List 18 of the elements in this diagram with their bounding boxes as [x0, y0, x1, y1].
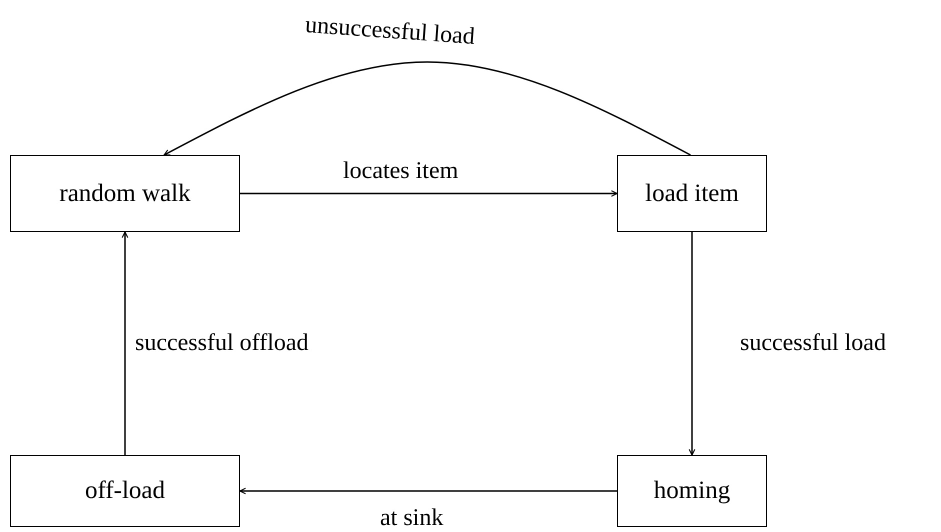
edge-label: locates item	[343, 158, 458, 184]
state-label: homing	[654, 477, 730, 505]
state-box	[617, 455, 767, 527]
arrow	[239, 488, 617, 494]
arrow	[164, 61, 691, 156]
state-label: off-load	[84, 477, 166, 505]
edge-label: successful offload	[135, 330, 309, 356]
edge-label: at sink	[380, 505, 444, 532]
state-label: load item	[645, 180, 739, 208]
state-box	[617, 155, 767, 232]
arrow	[122, 231, 128, 455]
state-box	[10, 455, 240, 527]
edge-label: successful load	[740, 330, 886, 356]
state-box	[10, 155, 240, 232]
state-label: random walk	[59, 180, 191, 208]
arrow	[688, 232, 696, 456]
edge-label: unsuccessful load	[304, 12, 476, 50]
arrow	[240, 190, 618, 197]
